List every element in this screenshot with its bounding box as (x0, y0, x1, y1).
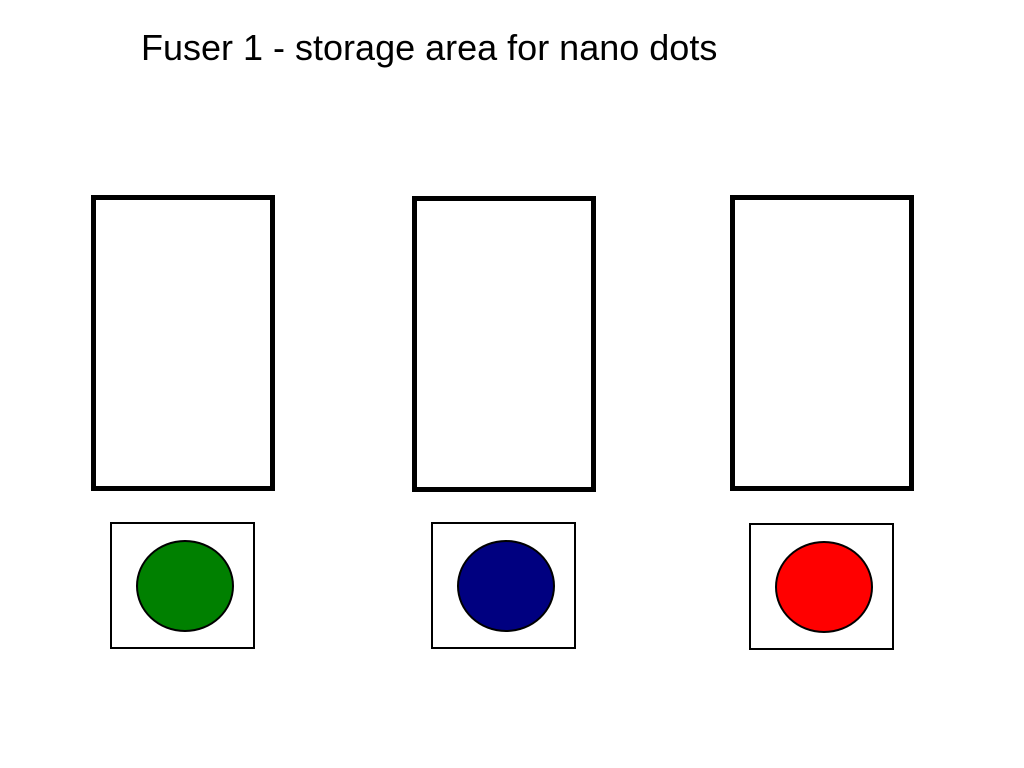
navy-dot (457, 540, 555, 632)
page-title: Fuser 1 - storage area for nano dots (141, 27, 718, 68)
storage-bin-3 (730, 195, 914, 491)
storage-bin-1 (91, 195, 275, 491)
storage-bin-2 (412, 196, 596, 492)
dot-box-1 (110, 522, 255, 649)
dot-box-2 (431, 522, 576, 649)
green-dot (136, 540, 234, 632)
red-dot (775, 541, 873, 633)
dot-box-3 (749, 523, 894, 650)
